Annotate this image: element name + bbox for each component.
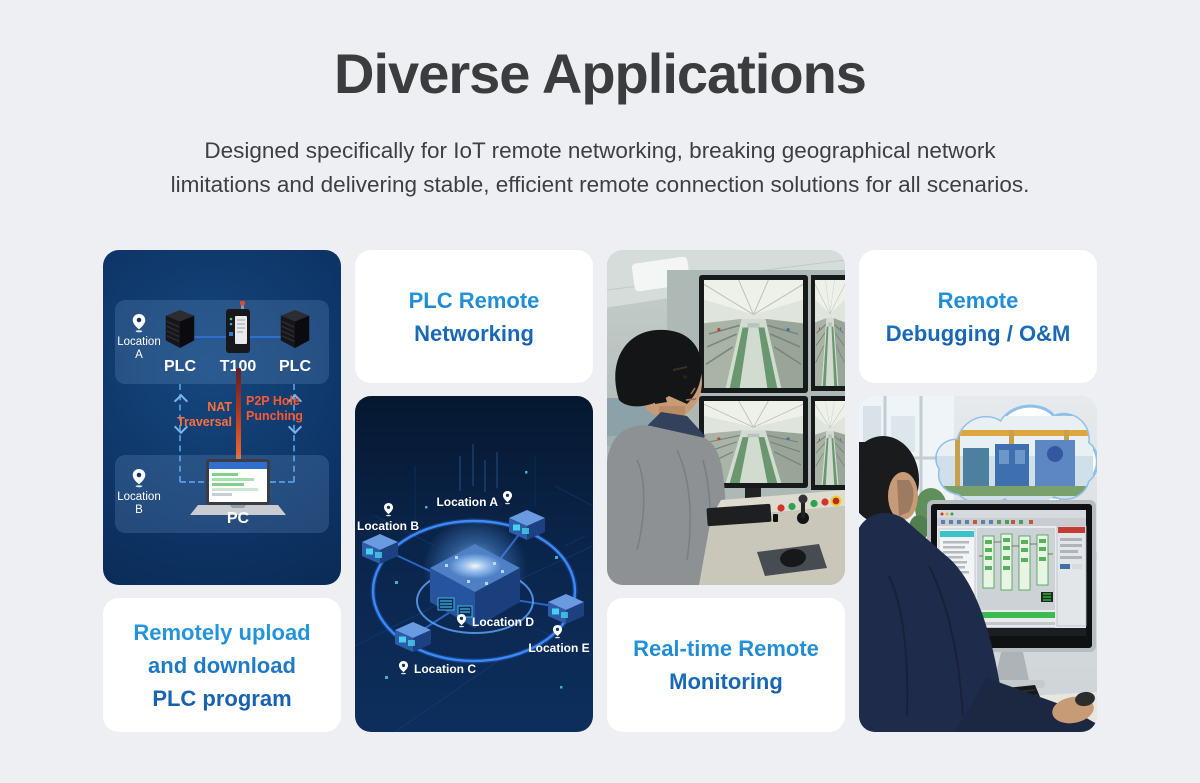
location-a-panel: Location A PLC T100 PLC [115, 300, 329, 384]
dashed-link-left [179, 384, 181, 482]
tunnel-link-bar [236, 368, 241, 460]
network-label-c: Location C [414, 662, 476, 676]
cctv-monitor-wall [699, 275, 845, 513]
location-b-label: Location B [117, 491, 161, 516]
network-label-a: Location A [436, 495, 498, 509]
application-cards-grid: Location A PLC T100 PLC [103, 250, 1097, 732]
console-buttons [773, 494, 842, 524]
location-a-label: Location A [117, 336, 161, 361]
page-title: Diverse Applications [334, 42, 867, 105]
monitoring-photo [607, 250, 845, 585]
caption-text: Real-time Remote Monitoring [633, 632, 819, 698]
t100-gateway-icon [223, 301, 253, 355]
subtitle-line-2: limitations and delivering stable, effic… [170, 172, 1030, 197]
page-subtitle: Designed specifically for IoT remote net… [0, 134, 1200, 202]
plc-left-label: PLC [164, 358, 196, 375]
title-text: PLC Remote Networking [409, 284, 540, 350]
caption-text: Remotely upload and download PLC program [133, 616, 310, 715]
monitoring-photo-svg [607, 250, 845, 585]
network-illustration-svg: Location A Location B Location C Locatio… [355, 396, 593, 732]
network-label-b: Location B [357, 519, 419, 533]
dashed-link-right [293, 384, 295, 482]
plc-device-icon [161, 308, 199, 350]
title-card-plc-networking: PLC Remote Networking [355, 250, 593, 383]
central-server-device [430, 544, 520, 628]
pc-label: PC [226, 510, 250, 527]
location-b-block: Location B [115, 467, 163, 517]
network-topology-illustration: Location A Location B Location C Locatio… [355, 396, 593, 732]
caption-card-plc-upload: Remotely upload and download PLC program [103, 598, 341, 732]
subtitle-line-1: Designed specifically for IoT remote net… [204, 138, 996, 163]
dashed-link-right-bend [270, 481, 294, 483]
location-pin-icon [130, 467, 148, 489]
location-pin-icon [130, 312, 148, 334]
title-card-remote-debugging: Remote Debugging / O&M [859, 250, 1097, 383]
network-label-e: Location E [528, 641, 589, 655]
p2p-hole-punching-label: P2P Hole Punching [246, 394, 303, 423]
operator-person [607, 329, 727, 585]
location-a-block: Location A [115, 312, 163, 362]
control-console [699, 490, 845, 585]
card-realtime-monitoring: Real-time Remote Monitoring [607, 250, 845, 732]
diverse-applications-section: Diverse Applications Designed specifical… [0, 42, 1200, 732]
plc-device-icon [276, 308, 314, 350]
debugging-photo-svg [859, 396, 1097, 732]
card-remote-debugging: Remote Debugging / O&M [859, 250, 1097, 732]
engineer-person [859, 436, 1097, 732]
plc-networking-diagram: Location A PLC T100 PLC [103, 250, 341, 585]
card-plc-remote-networking: PLC Remote Networking [355, 250, 593, 732]
dashed-link-left-bend [180, 481, 204, 483]
plc-right-label: PLC [279, 358, 311, 375]
location-b-panel: Location B PC [115, 455, 329, 533]
card-plc-upload-download: Location A PLC T100 PLC [103, 250, 341, 732]
network-label-d: Location D [472, 615, 534, 629]
caption-card-monitoring: Real-time Remote Monitoring [607, 598, 845, 732]
t100-label: T100 [219, 358, 257, 375]
debugging-photo [859, 396, 1097, 732]
nat-traversal-label: NAT Traversal [177, 400, 232, 429]
title-text: Remote Debugging / O&M [886, 284, 1071, 350]
